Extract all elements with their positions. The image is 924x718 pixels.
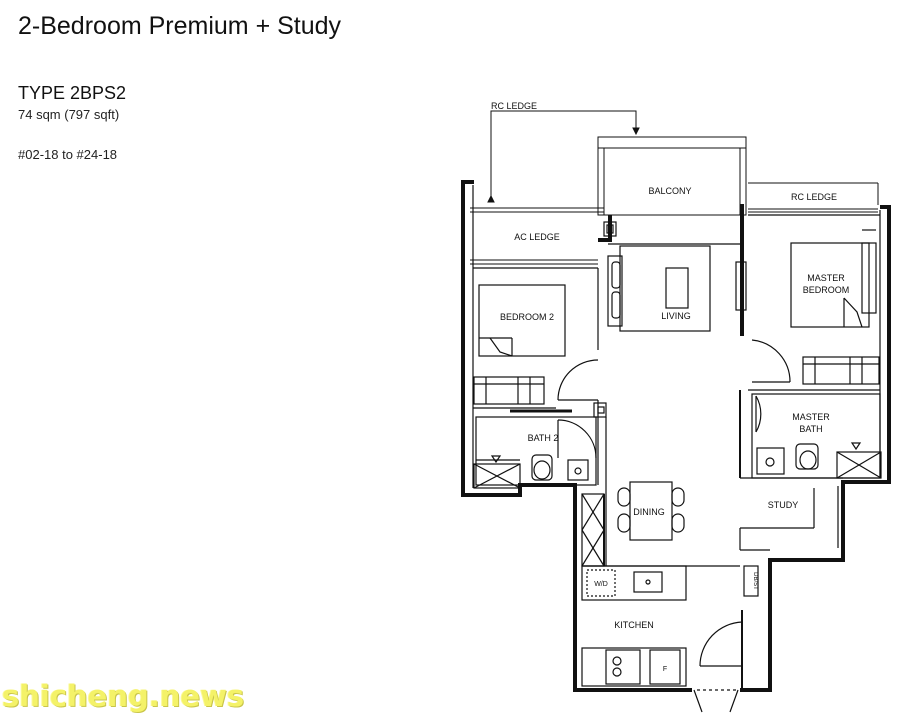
label-fridge: F <box>663 666 667 673</box>
label-master-bath-2: BATH <box>799 424 822 434</box>
label-master-bedroom-1: MASTER <box>807 273 845 283</box>
label-dining: DINING <box>633 507 665 517</box>
label-rc-ledge-right: RC LEDGE <box>791 192 837 202</box>
unit-area-label: 74 sqm (797 sqft) <box>18 107 120 122</box>
label-master-bath-1: MASTER <box>792 412 830 422</box>
label-bedroom-2: BEDROOM 2 <box>500 312 554 322</box>
page-title: 2-Bedroom Premium + Study <box>18 12 342 40</box>
unit-range-label: #02-18 to #24-18 <box>18 147 118 162</box>
watermark-logo: shicheng.news <box>2 679 245 713</box>
label-living: LIVING <box>661 311 691 321</box>
label-kitchen: KITCHEN <box>614 620 654 630</box>
label-study: STUDY <box>768 500 799 510</box>
label-bath-2: BATH 2 <box>528 433 559 443</box>
unit-type-label: TYPE 2BPS2 <box>18 83 127 103</box>
label-db: DB/ST <box>752 572 758 590</box>
label-balcony: BALCONY <box>648 186 691 196</box>
label-ac-ledge: AC LEDGE <box>514 232 560 242</box>
label-master-bedroom-2: BEDROOM <box>803 285 850 295</box>
label-rc-ledge-top: RC LEDGE <box>491 101 537 111</box>
label-wd: W/D <box>594 581 608 588</box>
